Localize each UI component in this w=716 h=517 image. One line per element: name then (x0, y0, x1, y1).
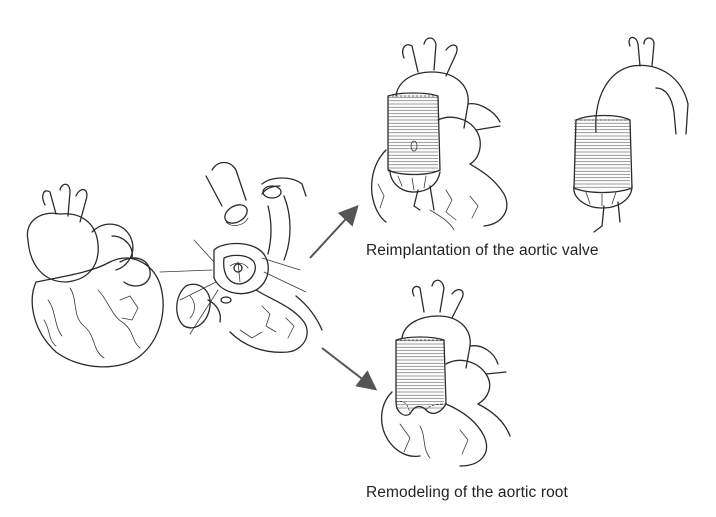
arrow-to-remodeling (322, 348, 374, 388)
reimplantation-graft-illustration (574, 37, 688, 232)
reimplantation-label: Reimplantation of the aortic valve (366, 242, 599, 260)
remodeling-result-illustration (382, 280, 510, 466)
arrow-to-reimplantation (310, 208, 356, 258)
heart-illustration (27, 184, 163, 367)
reimplantation-result-illustration (372, 38, 507, 230)
remodeling-label: Remodeling of the aortic root (366, 484, 568, 502)
opened-aortic-root-illustration (160, 163, 322, 353)
